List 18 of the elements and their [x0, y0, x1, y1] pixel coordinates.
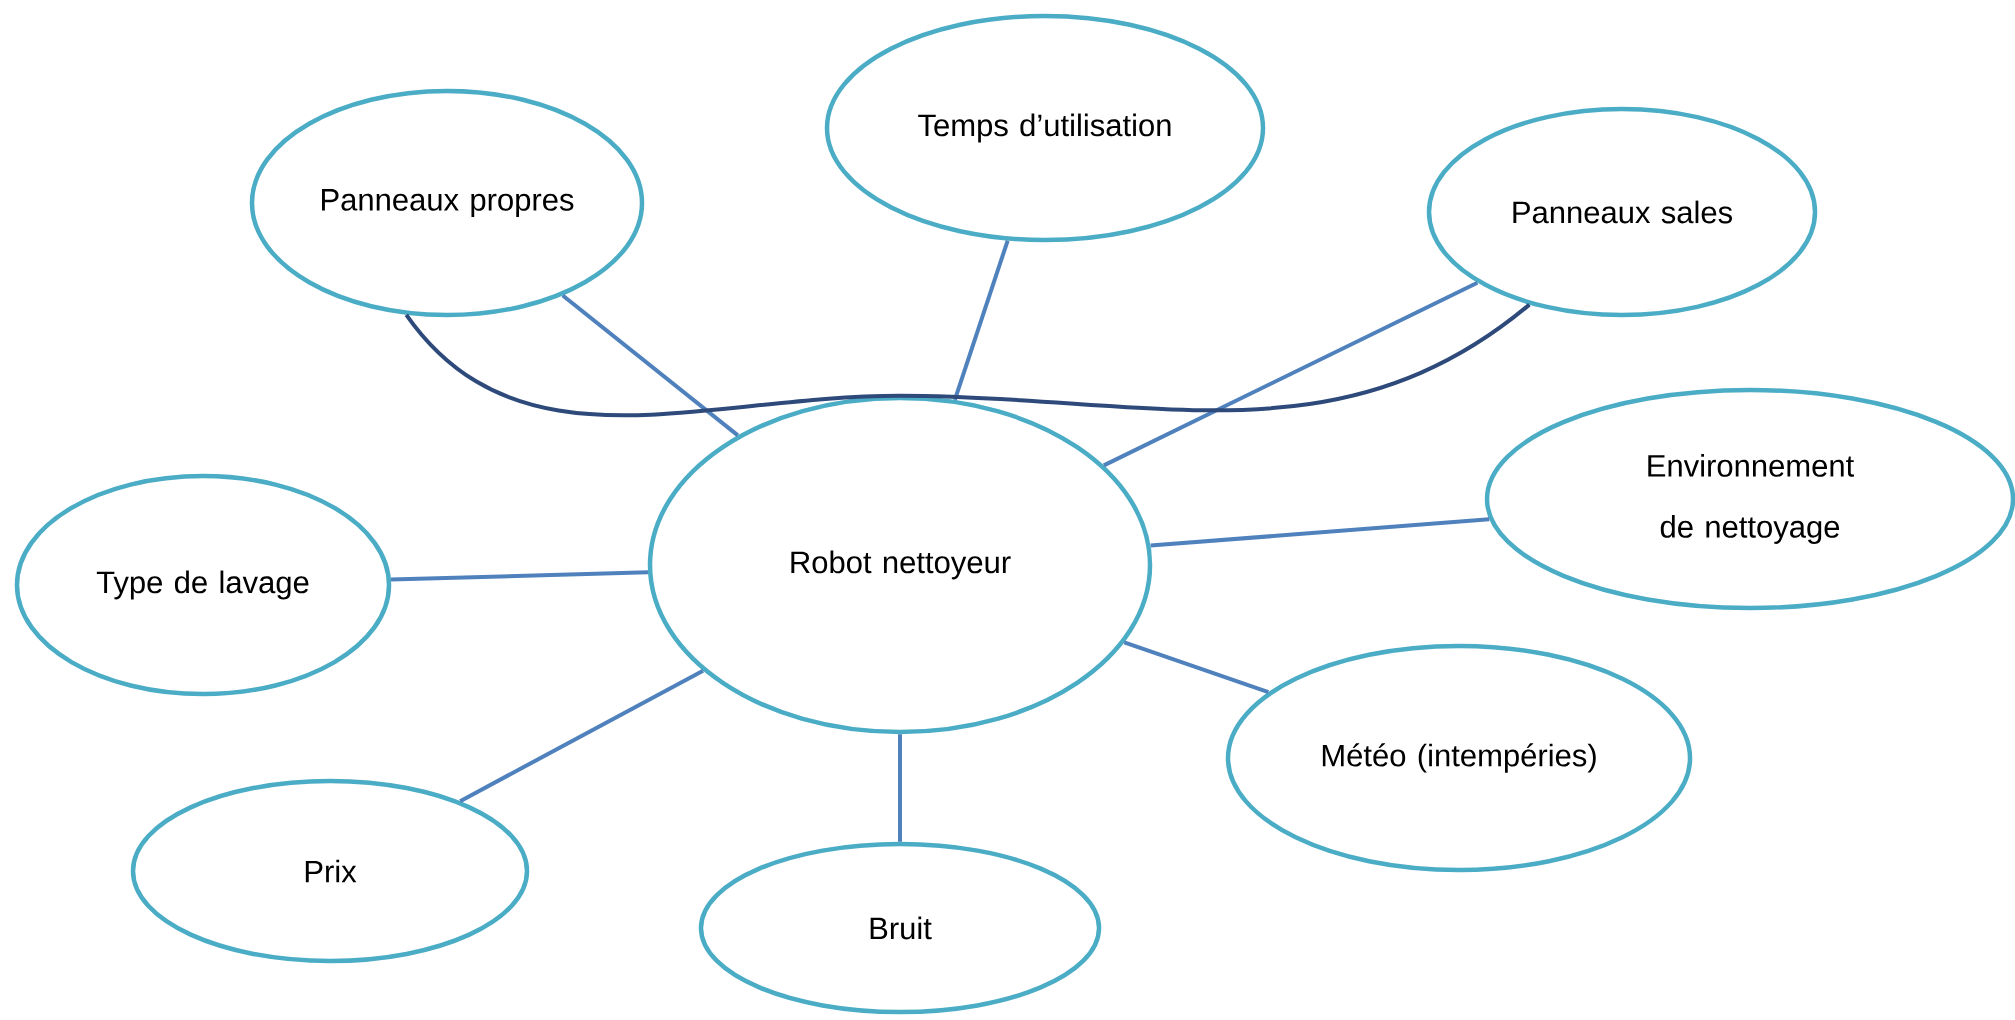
ellipse-node: Type de lavage — [14, 473, 392, 697]
ellipse-node: Environnement de nettoyage — [1484, 387, 2015, 611]
connector-line — [459, 668, 704, 803]
connector-line — [1103, 280, 1479, 468]
ellipse-node: Bruit — [698, 841, 1102, 1015]
connector-line — [390, 570, 649, 582]
connector-line — [898, 734, 902, 842]
ellipse-node: Panneaux propres — [249, 88, 645, 318]
connector-line — [561, 293, 740, 437]
connector-line — [1123, 640, 1269, 695]
connector-line — [404, 303, 1531, 418]
ellipse-node: Prix — [130, 778, 530, 964]
ellipse-node: Temps d’utilisation — [824, 13, 1266, 243]
ellipse-node: Panneaux sales — [1426, 106, 1818, 318]
connector-line — [952, 239, 1010, 401]
ellipse-node: Robot nettoyeur — [647, 395, 1153, 735]
connector-line — [1150, 517, 1490, 548]
ellipse-node: Météo (intempéries) — [1225, 643, 1693, 873]
